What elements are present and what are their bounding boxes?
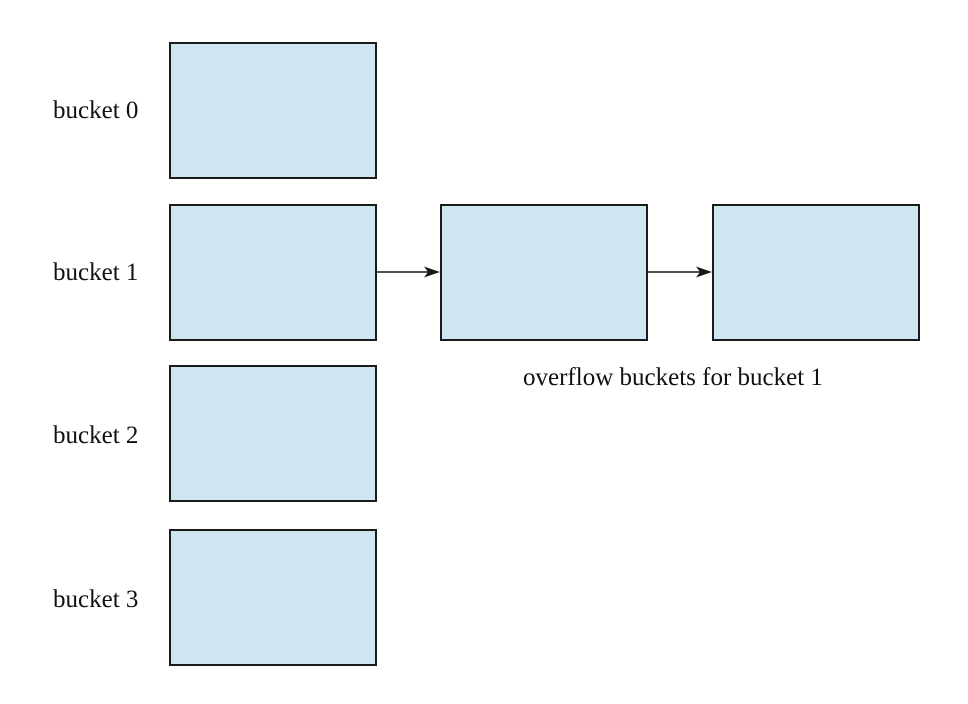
bucket-0-box (169, 42, 377, 179)
arrow-bucket1-to-overflow1 (377, 266, 440, 278)
overflow-bucket-1-box (440, 204, 648, 341)
bucket-2-box (169, 365, 377, 502)
bucket-3-label: bucket 3 (53, 586, 139, 613)
bucket-1-box (169, 204, 377, 341)
bucket-2-label: bucket 2 (53, 422, 139, 449)
bucket-3-box (169, 529, 377, 666)
arrow-overflow1-to-overflow2 (648, 266, 712, 278)
bucket-0-label: bucket 0 (53, 97, 139, 124)
overflow-caption: overflow buckets for bucket 1 (523, 364, 823, 391)
overflow-bucket-2-box (712, 204, 920, 341)
bucket-1-label: bucket 1 (53, 259, 139, 286)
